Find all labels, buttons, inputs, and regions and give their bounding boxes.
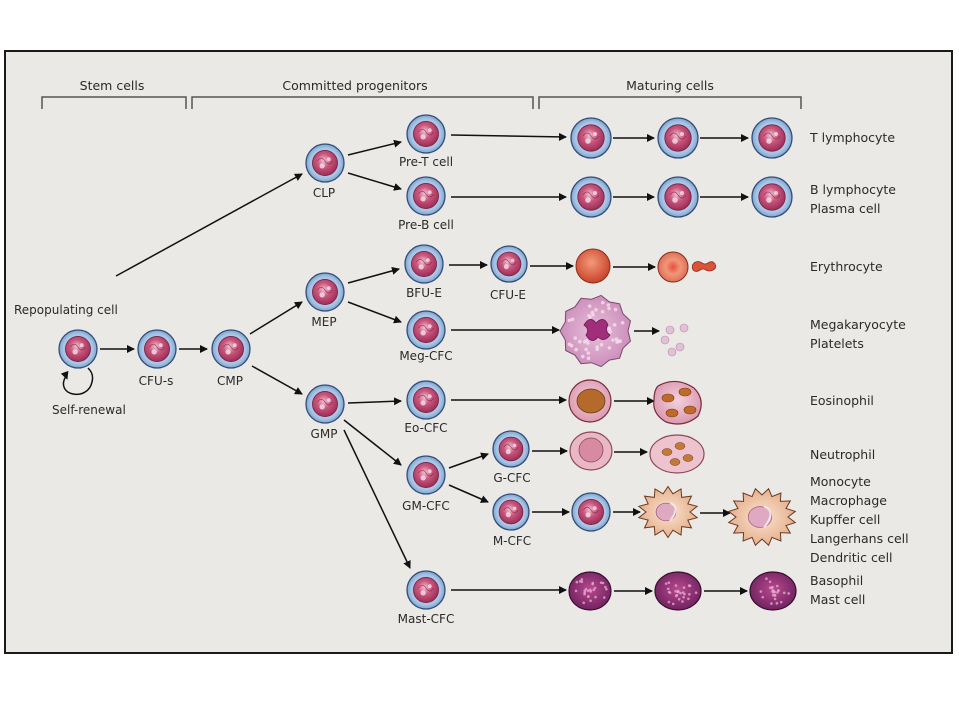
outcome-baso-1: Mast cell <box>810 592 865 607</box>
cell-cfu-e <box>491 246 527 282</box>
header-stem-cells-label: Stem cells <box>80 78 145 93</box>
label-mast-cfc: Mast-CFC <box>398 612 455 626</box>
arrow-mep-to-bfue <box>348 269 399 283</box>
cell-eosinophil-myelocyte <box>569 380 611 422</box>
cell-erythrocyte-side-view <box>692 262 715 272</box>
bracket-maturing <box>539 97 801 109</box>
cell-meg-cfc <box>407 311 445 349</box>
label-m-cfc: M-CFC <box>493 534 531 548</box>
outcome-mono-0: Monocyte <box>810 474 871 489</box>
cell-erythrocyte <box>658 252 688 282</box>
cell-neutrophil-myelocyte <box>570 432 612 470</box>
cell-macrophage <box>639 487 697 538</box>
cell-megakaryocyte <box>560 295 631 366</box>
outcome-labels: T lymphocyte B lymphocytePlasma cellEryth… <box>809 130 909 607</box>
header-committed-label: Committed progenitors <box>282 78 427 93</box>
outcome-b-0: B lymphocyte <box>810 182 896 197</box>
outcome-mono-3: Langerhans cell <box>810 531 909 546</box>
arrow-repop-to-clp <box>116 174 302 276</box>
cell-basophil-precursor <box>569 572 611 610</box>
label-clp: CLP <box>313 186 335 200</box>
arrow-clp-to-pret <box>348 142 401 155</box>
outcome-baso-0: Basophil <box>810 573 863 588</box>
cell-neutrophil <box>650 435 704 473</box>
arrow-pret-to-t1 <box>451 135 566 137</box>
arrow-mep-to-megcfc <box>348 302 401 322</box>
outcome-meg-0: Megakaryocyte <box>810 317 906 332</box>
outcome-neu-0: Neutrophil <box>810 447 875 462</box>
cell-b-lymphocyte-stage <box>571 177 611 217</box>
arrow-gmp-to-mastcfc <box>344 430 410 568</box>
cell-platelets <box>661 324 688 356</box>
cell-gmp <box>306 385 344 423</box>
outcome-mono-4: Dendritic cell <box>810 550 893 565</box>
cell-clp <box>306 144 344 182</box>
arrow-gmp-to-eocfc <box>348 401 401 403</box>
outcome-eo-0: Eosinophil <box>810 393 874 408</box>
cell-mast-cell <box>750 572 796 610</box>
label-cfu-e: CFU-E <box>490 288 526 302</box>
cell-eo-cfc <box>407 381 445 419</box>
outcome-t-0: T lymphocyte <box>809 130 895 145</box>
arrow-gmcfc-to-mcfc <box>449 485 488 502</box>
cell-mep <box>306 273 344 311</box>
cell-g-cfc <box>493 431 529 467</box>
cell-basophil <box>655 572 701 610</box>
cell-eosinophil <box>654 381 701 424</box>
label-g-cfc: G-CFC <box>493 471 530 485</box>
cell-cfu-s <box>138 330 176 368</box>
arrow-cmp-to-gmp <box>252 366 302 394</box>
outcome-ery-0: Erythrocyte <box>810 259 883 274</box>
arrow-cmp-to-mep <box>250 302 302 334</box>
label-cmp: CMP <box>217 374 243 388</box>
bracket-stem <box>42 97 186 109</box>
cell-pre-t <box>407 115 445 153</box>
cell-t-lymphocyte-stage <box>658 118 698 158</box>
cell-gm-cfc <box>407 456 445 494</box>
cell-m-cfc <box>493 494 529 530</box>
header-stem-cells: Stem cells <box>42 78 186 109</box>
bracket-committed <box>192 97 533 109</box>
cell-dendritic-tissue-macrophage <box>729 489 796 546</box>
arrow-gmp-to-gmcfc <box>344 420 401 465</box>
cell-pre-b <box>407 177 445 215</box>
header-maturing-cells: Maturing cells <box>539 78 801 109</box>
label-meg-cfc: Meg-CFC <box>399 349 452 363</box>
label-eo-cfc: Eo-CFC <box>404 421 447 435</box>
header-maturing-label: Maturing cells <box>626 78 714 93</box>
cell-mast-cfc <box>407 571 445 609</box>
cell-monocyte <box>572 493 610 531</box>
cell-repopulating <box>59 330 97 368</box>
cell-t-lymphocyte-stage <box>571 118 611 158</box>
arrow-gmcfc-to-gcfc <box>449 454 488 468</box>
arrow-clp-to-preb <box>348 173 401 189</box>
cell-b-lymphocyte-stage <box>658 177 698 217</box>
outcome-b-1: Plasma cell <box>810 201 881 216</box>
label-bfu-e: BFU-E <box>406 286 442 300</box>
outcome-meg-1: Platelets <box>810 336 864 351</box>
cell-reticulocyte <box>576 249 610 283</box>
outcome-mono-1: Macrophage <box>810 493 887 508</box>
cell-b-lymphocyte-stage <box>752 177 792 217</box>
header-committed-progenitors: Committed progenitors <box>192 78 533 109</box>
label-mep: MEP <box>311 315 336 329</box>
label-pre-t-cell: Pre-T cell <box>399 155 453 169</box>
label-repopulating-cell: Repopulating cell <box>14 303 118 317</box>
cell-t-lymphocyte-stage <box>752 118 792 158</box>
self-renewal-arrowhead-icon <box>61 371 71 381</box>
label-pre-b-cell: Pre-B cell <box>398 218 454 232</box>
label-gmp: GMP <box>311 427 338 441</box>
cell-bfu-e <box>405 245 443 283</box>
outcome-mono-2: Kupffer cell <box>810 512 880 527</box>
cell-cmp <box>212 330 250 368</box>
label-cfu-s: CFU-s <box>139 374 174 388</box>
label-gm-cfc: GM-CFC <box>402 499 450 513</box>
label-self-renewal: Self-renewal <box>52 403 126 417</box>
